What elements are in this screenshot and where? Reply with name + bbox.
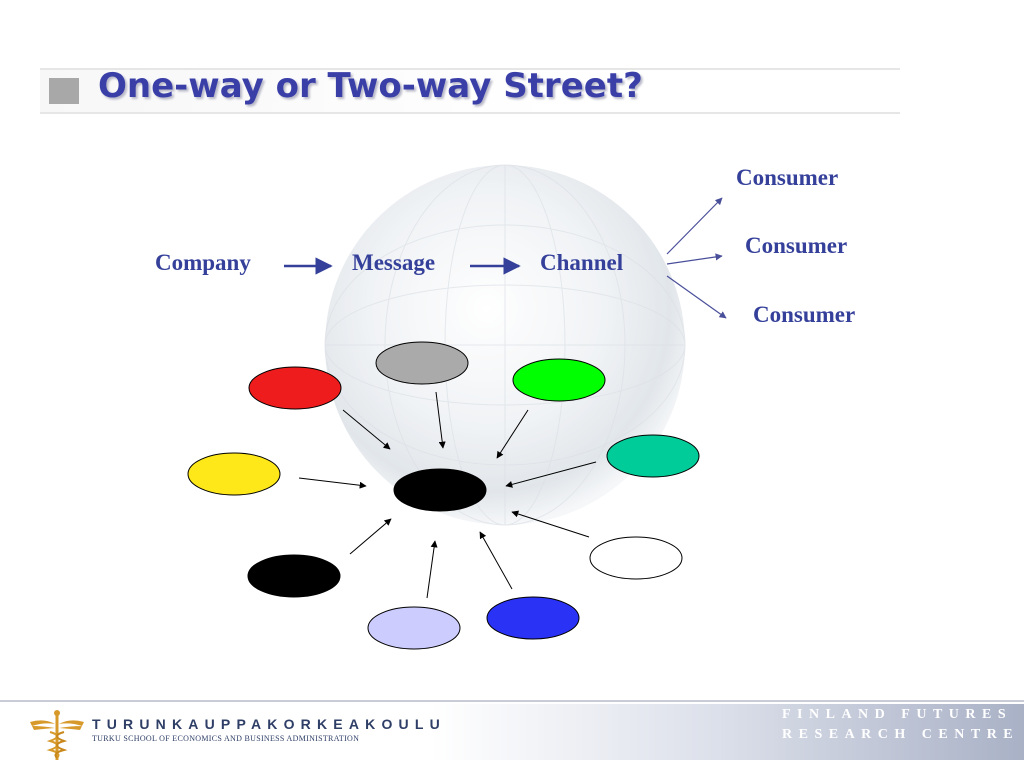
label-consumer-1: Consumer	[736, 165, 839, 190]
arrow-channel-to-consumer-1	[666, 197, 723, 255]
ellipse-yellow	[187, 452, 281, 496]
arrow-white-to-center	[511, 510, 590, 538]
title-bar	[40, 68, 900, 114]
communication-diagram	[187, 164, 727, 650]
label-consumer-3: Consumer	[753, 302, 856, 327]
globe-background	[324, 164, 686, 526]
label-message: Message	[352, 250, 436, 275]
ellipse-black	[247, 554, 341, 598]
ellipse-red	[248, 366, 342, 410]
university-subtitle: TURKU SCHOOL OF ECONOMICS AND BUSINESS A…	[92, 734, 360, 743]
arrow-teal-to-center	[505, 461, 597, 488]
arrow-red-to-center	[342, 409, 391, 450]
arrow-channel-to-consumer-2	[666, 253, 723, 265]
arrow-blue-to-center	[479, 531, 513, 590]
ellipse-teal	[606, 434, 700, 478]
arrow-lavender-to-center	[426, 540, 438, 599]
ellipse-gray	[375, 341, 469, 385]
arrow-yellow-to-center	[298, 477, 367, 489]
label-company: Company	[155, 250, 251, 275]
footer-band	[0, 704, 1024, 760]
footer-rule	[0, 700, 1024, 702]
caduceus-logo-icon	[30, 710, 84, 760]
label-consumer-2: Consumer	[745, 233, 848, 258]
ellipse-blue	[486, 596, 580, 640]
centre-name-line-1: FINLAND FUTURES	[782, 707, 1013, 722]
arrow-green-to-center	[496, 409, 529, 459]
arrow-gray-to-center	[435, 391, 446, 449]
arrow-black-to-center	[349, 518, 392, 555]
label-channel: Channel	[540, 250, 624, 275]
ellipse-white	[589, 536, 683, 580]
ellipse-lavender	[367, 606, 461, 650]
title-bullet-square	[49, 78, 79, 104]
arrow-channel-to-consumer-3	[666, 275, 727, 319]
university-name: TURUNKAUPPAKORKEAKOULU	[92, 716, 446, 732]
centre-name-line-2: RESEARCH CENTRE	[782, 727, 1020, 742]
ellipse-green	[512, 358, 606, 402]
slide-title: One-way or Two-way Street?	[98, 66, 643, 106]
ellipse-center	[393, 468, 487, 512]
